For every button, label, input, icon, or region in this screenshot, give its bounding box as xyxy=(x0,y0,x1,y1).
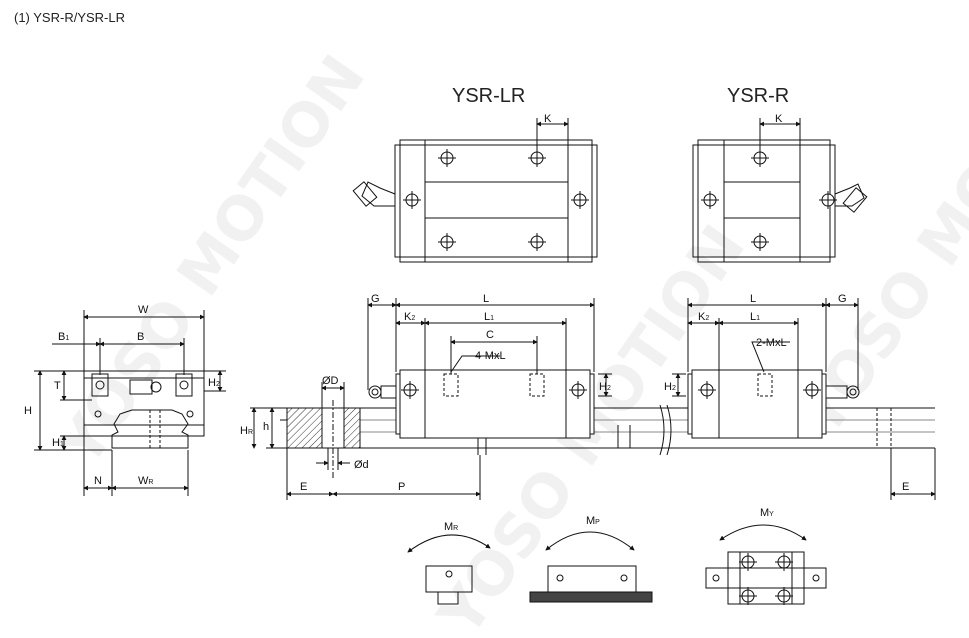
side-view xyxy=(250,298,936,500)
h2-label-end: H2 xyxy=(208,377,220,389)
moment-my-icon xyxy=(705,524,827,606)
l1-label-r: L1 xyxy=(750,311,760,323)
n-label: N xyxy=(94,475,102,487)
4-m-x-l-label: 4-MxL xyxy=(475,350,506,362)
moment-mr-icon xyxy=(407,534,491,605)
b1-label: B1 xyxy=(58,331,69,343)
moment-mp-icon xyxy=(529,531,653,603)
h2-label-r: H2 xyxy=(664,381,676,393)
l-label-r: L xyxy=(750,293,756,305)
small-d-label: Ød xyxy=(354,459,369,471)
figure-caption: (1) YSR-R/YSR-LR xyxy=(14,10,126,25)
k2-label-r: K2 xyxy=(698,311,709,323)
top-view-ysr-r xyxy=(692,118,868,263)
p-label: P xyxy=(398,481,405,493)
b-label: B xyxy=(137,331,144,343)
wr-label: WR xyxy=(138,475,153,487)
l1-label-lr: L1 xyxy=(484,311,494,323)
mr-label: MR xyxy=(444,521,458,533)
c-label: C xyxy=(486,329,494,341)
l-label-lr: L xyxy=(483,293,489,305)
g-label-r: G xyxy=(838,293,847,305)
k1-label-lr: K xyxy=(544,113,552,125)
k2-label-lr: K2 xyxy=(404,311,415,323)
h-label: H xyxy=(24,405,32,417)
ysr-r-title: YSR-R xyxy=(727,85,789,107)
h1-label: H1 xyxy=(52,437,64,449)
my-label: MY xyxy=(760,507,774,519)
w-label: W xyxy=(138,304,149,316)
ysr-lr-title: YSR-LR xyxy=(452,85,525,107)
hr-label: HR xyxy=(240,425,253,437)
e-label-left: E xyxy=(300,481,307,493)
k1-label-r: K xyxy=(775,113,783,125)
h2-label-lr: H2 xyxy=(599,381,611,393)
d-label: ØD xyxy=(322,375,339,387)
e-label-right: E xyxy=(902,481,909,493)
mp-label: MP xyxy=(586,515,600,527)
end-view xyxy=(34,310,226,496)
t-label: T xyxy=(54,380,61,392)
h-small-label: h xyxy=(263,421,269,433)
2-m-x-l-label: 2-MxL xyxy=(756,337,787,349)
top-view-ysr-lr xyxy=(352,118,598,263)
g-label-lr: G xyxy=(371,293,380,305)
